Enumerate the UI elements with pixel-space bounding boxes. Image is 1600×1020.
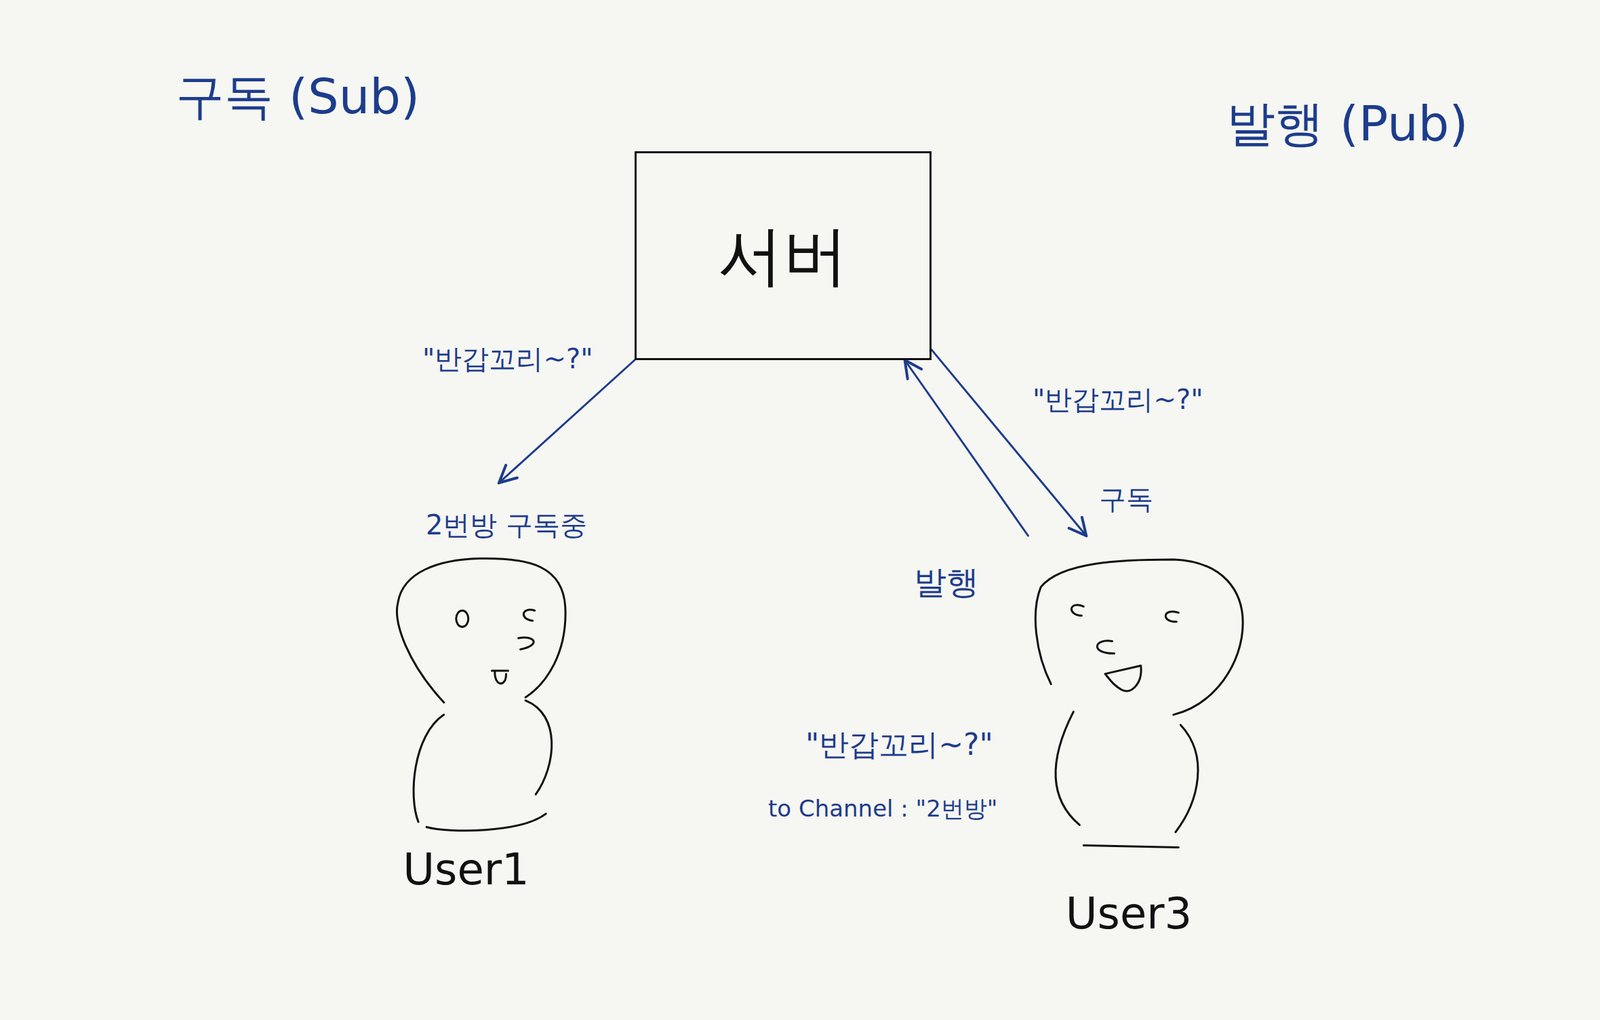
node-title: 서버 <box>717 218 849 293</box>
server-box: 서버 <box>634 151 932 360</box>
edge-note: 구독 <box>1096 482 1156 516</box>
edge-label: 발행 <box>911 562 982 602</box>
message-arrow <box>498 360 635 483</box>
message-arrow <box>931 349 1087 536</box>
message-arrow <box>905 360 1029 536</box>
user1-figure <box>397 557 566 830</box>
section-heading: 구독 (Sub) <box>173 67 422 126</box>
user3-figure <box>1035 559 1243 848</box>
section-heading: 발행 (Pub) <box>1224 94 1471 153</box>
status-note: 2번방 구독중 <box>423 508 590 542</box>
channel-note: to Channel : "2번방" <box>766 794 1000 823</box>
edge-label: "반갑꼬리~?" <box>420 342 596 375</box>
user-name: User3 <box>1065 888 1193 939</box>
speech-text: "반갑꼬리~?" <box>803 726 996 763</box>
user-node: User1 <box>379 482 553 895</box>
edge-label: "반갑꼬리~?" <box>1030 383 1206 416</box>
user-name: User1 <box>402 844 530 895</box>
user-node: User3 <box>1016 535 1241 939</box>
